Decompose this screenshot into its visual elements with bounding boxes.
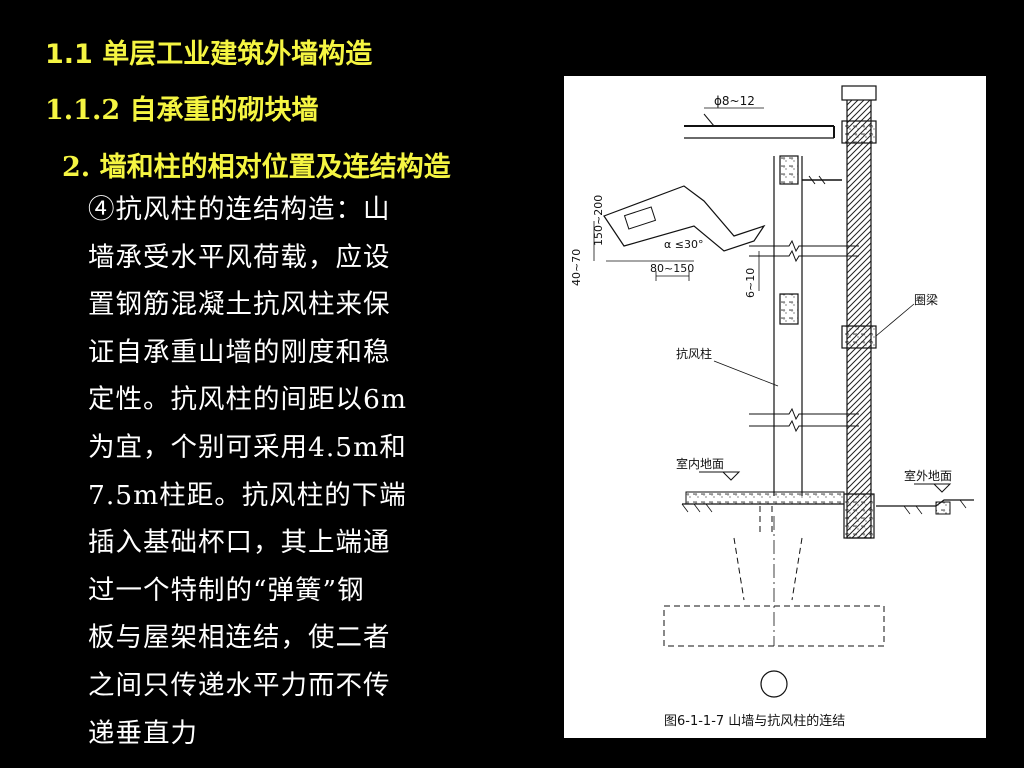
body-line: 定性。抗风柱的间距以6m — [88, 384, 407, 416]
body-line: 递垂直力 — [88, 717, 198, 749]
body-line: 墙承受水平风荷载，应设 — [88, 241, 391, 273]
subsection-heading: 2. 墙和柱的相对位置及连结构造 — [62, 152, 451, 183]
label-rebar: ϕ8~12 — [714, 94, 755, 108]
label-height-range: 150~200 — [592, 195, 605, 246]
label-outdoor-ground: 室外地面 — [904, 468, 952, 483]
body-line: 之间只传递水平力而不传 — [88, 669, 391, 701]
label-angle: α ≤30° — [664, 238, 703, 251]
figure-caption: 图6-1-1-7 山墙与抗风柱的连结 — [664, 713, 845, 729]
leader-lines — [713, 303, 915, 387]
body-line: 置钢筋混凝土抗风柱来保 — [88, 289, 391, 321]
label-indoor-floor: 室内地面 — [676, 456, 724, 471]
body-line: ④抗风柱的连结构造：山 — [88, 194, 391, 225]
body-line: 板与屋架相连结，使二者 — [88, 622, 391, 654]
body-line: 过一个特制的“弹簧”钢 — [88, 574, 365, 606]
wind-column — [749, 155, 859, 496]
construction-drawing: ϕ8~12 150~200 α ≤30° 40~70 80~150 6~10 圈… — [564, 76, 986, 738]
label-width-range: 80~150 — [650, 262, 694, 275]
slide-title: 1.1 单层工业建筑外墙构造 — [45, 39, 373, 70]
label-gap: 6~10 — [744, 268, 757, 298]
roof-truss — [684, 107, 835, 139]
body-line: 插入基础杯口，其上端通 — [88, 527, 391, 559]
label-lower-dim: 40~70 — [570, 249, 583, 286]
body-line: 为宜，个别可采用4.5m和 — [88, 431, 407, 463]
body-line: 证自承重山墙的刚度和稳 — [88, 336, 391, 368]
slide-subtitle: 1.1.2 自承重的砌块墙 — [45, 95, 319, 126]
drawing-svg: ϕ8~12 150~200 α ≤30° 40~70 80~150 6~10 圈… — [570, 85, 974, 729]
body-line: 7.5m柱距。抗风柱的下端 — [88, 479, 407, 511]
body-paragraph: ④抗风柱的连结构造：山 墙承受水平风荷载，应设 置钢筋混凝土抗风柱来保 证自承重… — [88, 186, 407, 757]
label-wind-column: 抗风柱 — [676, 346, 712, 361]
floor-and-foundation — [663, 471, 974, 698]
gable-wall — [841, 85, 877, 539]
spring-plate-detail — [593, 185, 766, 291]
label-ring-beam: 圈梁 — [914, 292, 938, 307]
